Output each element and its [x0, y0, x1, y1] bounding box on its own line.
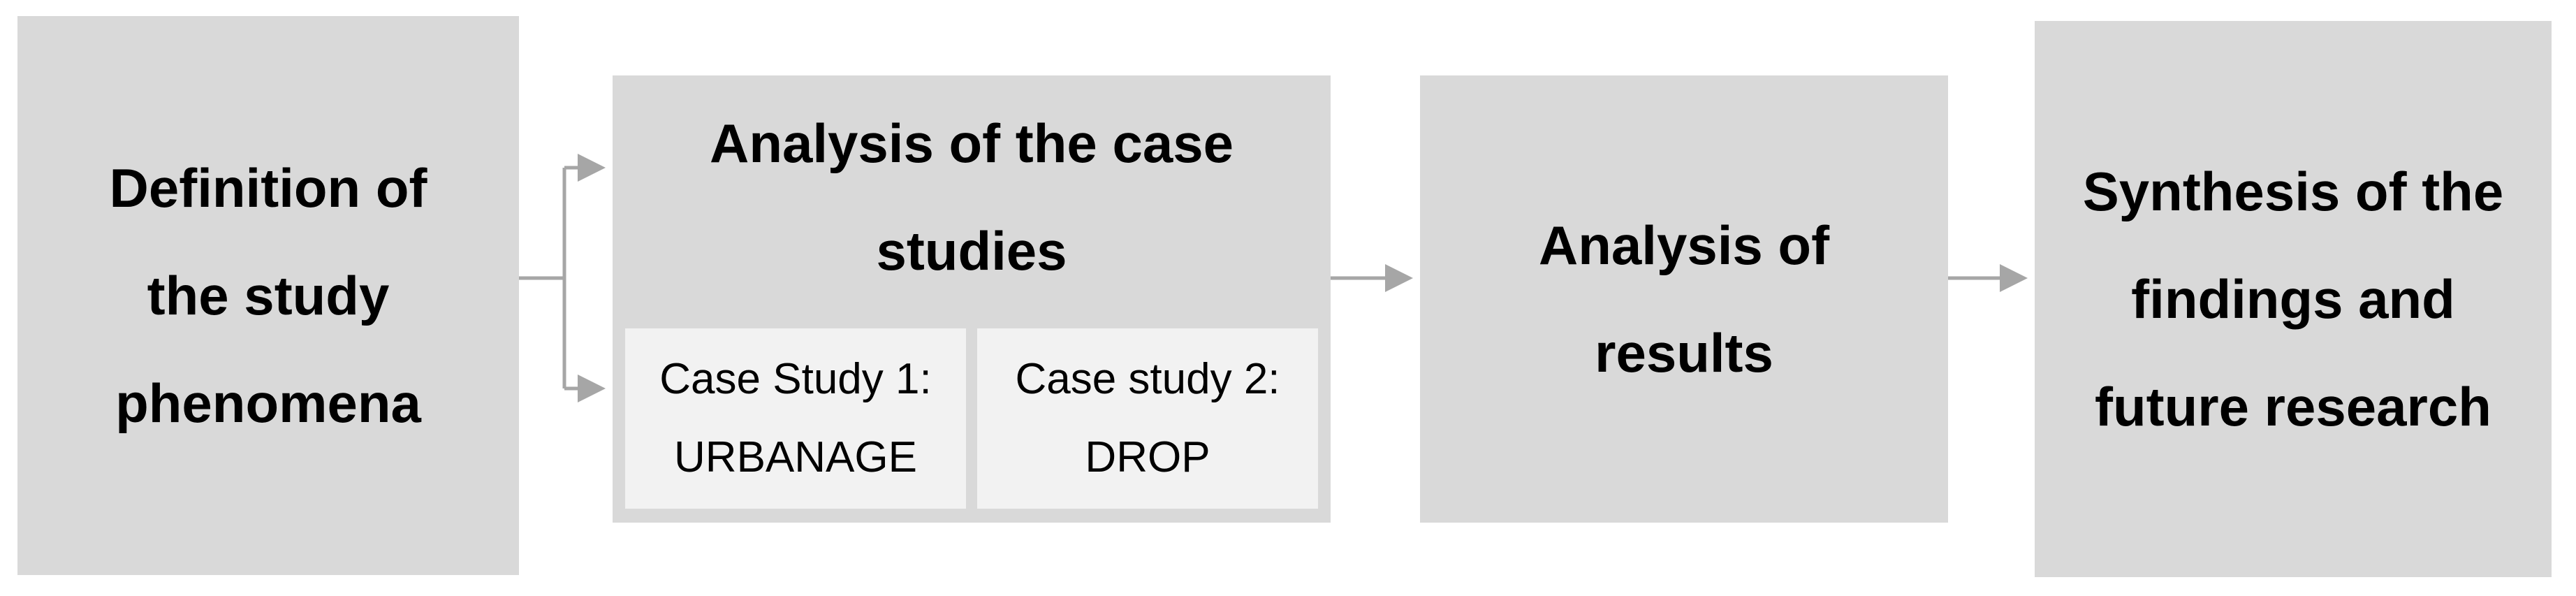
step-definition-line: phenomena: [115, 372, 421, 434]
case-study-2-line: Case study 2:: [1015, 355, 1280, 403]
step-results-line: results: [1595, 322, 1773, 384]
step-analysis-title-line: studies: [876, 220, 1067, 282]
step-synthesis-box: Synthesis of the findings and future res…: [2035, 21, 2552, 577]
step-analysis-case-studies-box: Analysis of the case studies Case Study …: [613, 75, 1331, 523]
case-study-1-box: Case Study 1: URBANAGE: [625, 328, 966, 509]
case-study-1-line: Case Study 1:: [659, 355, 932, 403]
step-results-line: Analysis of: [1538, 215, 1830, 276]
step-analysis-case-studies-title: Analysis of the case studies: [613, 89, 1331, 305]
case-study-2-box: Case study 2: DROP: [977, 328, 1318, 509]
case-study-1-line: URBANAGE: [674, 433, 917, 481]
step-synthesis-line: future research: [2095, 376, 2491, 437]
case-study-2-line: DROP: [1085, 433, 1210, 481]
case-study-1-label: Case Study 1: URBANAGE: [659, 340, 931, 497]
arrow-definition-to-analysis: [519, 154, 606, 402]
case-study-2-label: Case study 2: DROP: [1015, 340, 1280, 497]
step-analysis-results-box: Analysis of results: [1420, 75, 1948, 523]
step-definition-box: Definition of the study phenomena: [17, 16, 519, 575]
step-analysis-title-line: Analysis of the case: [710, 112, 1234, 174]
step-definition-label: Definition of the study phenomena: [110, 134, 427, 457]
step-definition-line: the study: [147, 265, 390, 326]
step-synthesis-line: Synthesis of the: [2082, 161, 2504, 222]
step-synthesis-label: Synthesis of the findings and future res…: [2083, 138, 2503, 460]
step-synthesis-line: findings and: [2131, 268, 2455, 330]
step-analysis-results-label: Analysis of results: [1539, 191, 1829, 407]
step-definition-line: Definition of: [109, 157, 427, 219]
